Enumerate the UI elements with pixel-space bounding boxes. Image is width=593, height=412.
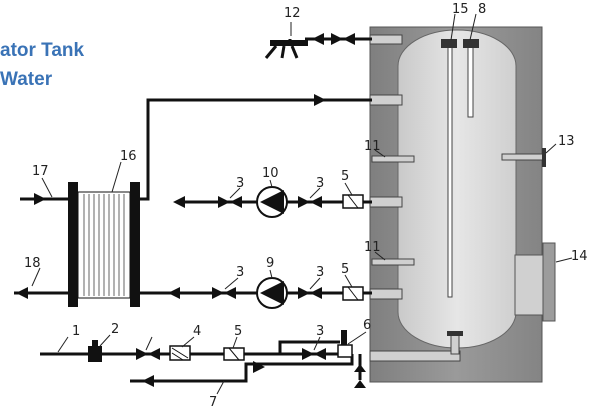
heater-flange-14-plate [542,242,556,322]
storage-tank [397,29,517,349]
callout-11a: 11 [364,139,381,154]
callout-3e: 3 [316,324,324,339]
callout-13: 13 [558,134,575,149]
sensor-port-13 [501,153,545,161]
callout-11b: 11 [364,240,381,255]
pressure-reducer-2 [88,340,102,362]
callout-14: 14 [571,249,588,264]
plate-heat-exchanger-16 [68,182,140,307]
pump-9 [256,277,288,309]
pump-10 [256,186,288,218]
filter-4 [169,345,191,361]
callout-3d: 3 [316,265,324,280]
callout-10: 10 [262,166,279,181]
flow-arrows [16,33,326,387]
callout-15: 15 [452,2,469,17]
diagram-title-line-1: ator Tank [0,40,85,61]
bottom-drain-cap [447,331,463,336]
callout-8: 8 [478,2,486,17]
callout-9: 9 [266,256,274,271]
stub-circuit-10 [369,196,403,208]
callout-4: 4 [193,324,201,339]
callout-numbers: 1 2 3 3 3 3 3 4 5 5 5 6 7 8 9 10 11 11 1… [24,2,588,410]
heater-flange-14 [514,254,546,316]
sensor-probe-15 [447,46,453,298]
callout-18: 18 [24,256,41,271]
callout-12: 12 [284,6,301,21]
diagram-title-line-2: Water [0,69,53,90]
callout-16: 16 [120,149,137,164]
safety-valve-6 [337,330,353,358]
callout-2: 2 [111,322,119,337]
callout-7: 7 [209,395,217,410]
shower-head-12 [264,40,308,59]
check-valve-marks [228,194,359,361]
stub-circuit-9 [369,288,403,300]
callout-5a: 5 [341,169,349,184]
fitting-8 [463,39,479,48]
callout-17: 17 [32,164,49,179]
bottom-drain-pipe [450,333,460,355]
callout-3b: 3 [316,176,324,191]
callout-1: 1 [72,324,80,339]
stub-bottom-inlet [369,350,461,362]
sensor-port-11-upper [371,155,415,163]
sensor-port-11-lower [371,258,415,266]
thermometer-probe-8 [467,46,474,118]
sensor-port-13-cap [542,148,546,167]
callout-3c: 3 [236,265,244,280]
valves [136,33,366,388]
stub-top-12 [369,34,403,45]
callout-5c: 5 [234,324,242,339]
stub-hot-water-top [369,94,403,106]
callout-5b: 5 [341,262,349,277]
callout-6: 6 [363,318,371,333]
callout-3a: 3 [236,176,244,191]
leader-lines [31,13,573,395]
fitting-15 [441,39,457,48]
